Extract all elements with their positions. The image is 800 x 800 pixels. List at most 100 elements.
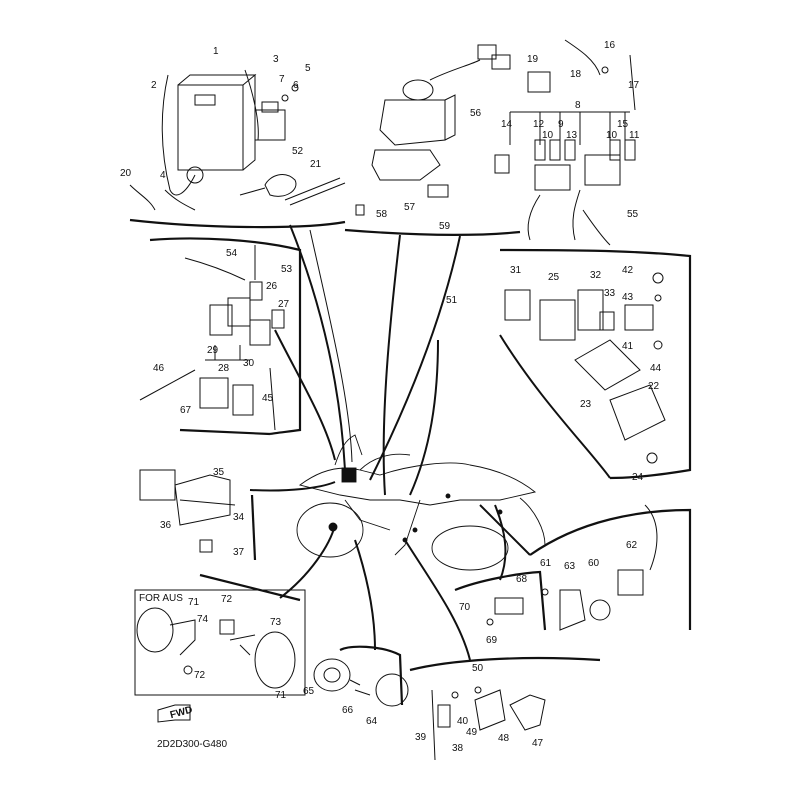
part-18: 18 [570, 69, 582, 80]
leader-ecu [382, 234, 401, 496]
relay-group [139, 245, 285, 431]
part-42: 42 [622, 265, 634, 276]
part-2: 2 [151, 80, 157, 91]
divider-horn [339, 645, 404, 706]
part-30: 30 [243, 358, 255, 369]
part-71a: 71 [188, 597, 200, 608]
part-20: 20 [120, 168, 132, 179]
part-33: 33 [604, 288, 616, 299]
part-7: 7 [279, 74, 285, 85]
part-61: 61 [540, 558, 552, 569]
part-5: 5 [305, 63, 311, 74]
part-57: 57 [404, 202, 416, 213]
part-71b: 71 [275, 690, 287, 701]
part-67: 67 [180, 405, 192, 416]
divider-relay-left [149, 237, 302, 436]
part-43: 43 [622, 292, 634, 303]
part-46: 46 [153, 363, 165, 374]
divider-relay-bottom [179, 428, 271, 436]
part-14: 14 [501, 119, 513, 130]
part-73: 73 [270, 617, 282, 628]
part-16: 16 [604, 40, 616, 51]
battery-group [129, 69, 346, 211]
divider-front [454, 570, 547, 631]
part-39: 39 [415, 732, 427, 743]
fwd-arrow [157, 704, 191, 723]
fuse-group [494, 39, 636, 246]
horn-group [313, 658, 409, 707]
part-63: 63 [564, 561, 576, 572]
part-37: 37 [233, 547, 245, 558]
leader-front [494, 504, 507, 581]
switch-group [431, 686, 546, 761]
sensor-group [486, 504, 658, 631]
part-54: 54 [226, 248, 238, 259]
ecu-group [355, 44, 511, 216]
part-36: 36 [160, 520, 172, 531]
part-44: 44 [650, 363, 662, 374]
drawing-code: 2D2D300-G480 [157, 739, 227, 750]
aus-reflector-box [134, 589, 306, 696]
divider-battery [129, 218, 346, 229]
part-56: 56 [470, 108, 482, 119]
part-19: 19 [527, 54, 539, 65]
part-53: 53 [281, 264, 293, 275]
divider-left-mid [250, 494, 257, 561]
part-49: 49 [466, 727, 478, 738]
part-24: 24 [632, 472, 644, 483]
leader-fuse [369, 235, 461, 481]
leader-horn [354, 539, 376, 651]
part-26: 26 [266, 281, 278, 292]
part-10b: 10 [606, 130, 618, 141]
part-70: 70 [459, 602, 471, 613]
divider-upper-right [344, 228, 521, 236]
regulator-group [139, 469, 236, 553]
part-58: 58 [376, 209, 388, 220]
part-13: 13 [566, 130, 578, 141]
part-27: 27 [278, 299, 290, 310]
part-31: 31 [510, 265, 522, 276]
part-66: 66 [342, 705, 354, 716]
part-40: 40 [457, 716, 469, 727]
part-22: 22 [648, 381, 660, 392]
leader-lower [404, 539, 471, 661]
part-number-labels: 1 2 3 4 5 6 7 8 9 10 10 11 12 13 14 15 1… [120, 40, 662, 754]
part-32: 32 [590, 270, 602, 281]
part-60: 60 [588, 558, 600, 569]
part-21: 21 [310, 159, 322, 170]
part-38: 38 [452, 743, 464, 754]
part-15: 15 [617, 119, 629, 130]
part-12: 12 [533, 119, 545, 130]
motorcycle-outline [296, 434, 546, 571]
part-6: 6 [293, 80, 299, 91]
part-55: 55 [627, 209, 639, 220]
leader-battery [289, 224, 346, 471]
part-10a: 10 [542, 130, 554, 141]
part-11: 11 [629, 130, 640, 141]
part-34: 34 [233, 512, 245, 523]
part-9: 9 [558, 119, 564, 130]
part-62: 62 [626, 540, 638, 551]
part-50: 50 [472, 663, 484, 674]
leader-relay [274, 329, 336, 461]
leader-battery2 [309, 229, 353, 463]
part-59: 59 [439, 221, 451, 232]
part-69: 69 [486, 635, 498, 646]
part-74: 74 [197, 614, 209, 625]
part-47: 47 [532, 738, 544, 749]
part-72b: 72 [194, 670, 206, 681]
part-1: 1 [213, 46, 219, 57]
right-group [504, 272, 666, 464]
part-35: 35 [213, 467, 225, 478]
part-25: 25 [548, 272, 560, 283]
part-65: 65 [303, 686, 315, 697]
leader-aus [279, 524, 336, 599]
leader-right [499, 334, 611, 479]
linework [129, 39, 692, 761]
part-64: 64 [366, 716, 378, 727]
leader-rightlow [479, 504, 531, 556]
leader-cdi [249, 481, 336, 492]
divider-aus [199, 573, 301, 602]
